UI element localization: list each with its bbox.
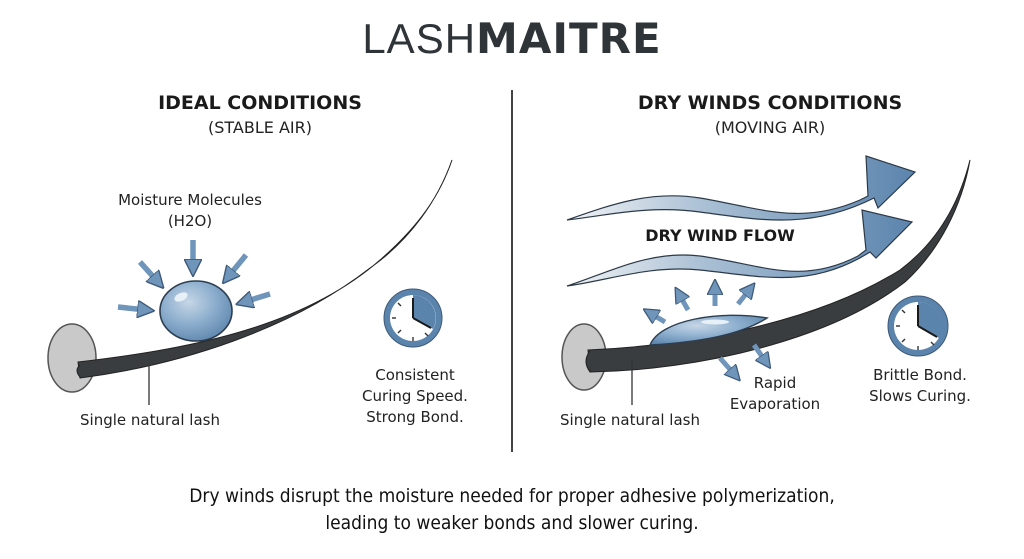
right-lash-label: Single natural lash — [560, 411, 700, 429]
left-result-line2: Curing Speed. — [362, 387, 468, 405]
left-lash-icon — [76, 159, 453, 379]
right-panel-subtitle: (MOVING AIR) — [714, 118, 826, 137]
flattened-droplet-icon — [648, 314, 769, 346]
left-result-line3: Strong Bond. — [366, 408, 464, 426]
footer-line1: Dry winds disrupt the moisture needed fo… — [189, 485, 835, 507]
left-follicle-icon — [47, 323, 97, 393]
right-clock-icon — [887, 295, 949, 357]
left-panel-subtitle: (STABLE AIR) — [208, 118, 312, 137]
inward-arrows-icon — [117, 240, 271, 310]
left-result-line1: Consistent — [375, 366, 455, 384]
brand-bold: MAITRE — [476, 14, 662, 63]
brand-logo: LASHMAITRE — [0, 14, 1024, 63]
wind-flow-arrow-bottom — [566, 209, 914, 287]
right-result-label: Brittle Bond. Slows Curing. — [845, 365, 995, 407]
left-lash-label: Single natural lash — [80, 411, 220, 429]
left-result-label: Consistent Curing Speed. Strong Bond. — [340, 365, 490, 428]
water-droplet-icon — [159, 280, 233, 342]
evaporation-label: Rapid Evaporation — [700, 373, 850, 415]
molecule-label-line2: (H2O) — [167, 212, 213, 230]
footer-caption: Dry winds disrupt the moisture needed fo… — [0, 483, 1024, 537]
brand-light: LASH — [362, 15, 477, 62]
right-lash-icon — [585, 159, 971, 373]
wind-flow-label: DRY WIND FLOW — [645, 226, 795, 245]
molecule-label-line1: Moisture Molecules — [118, 191, 262, 209]
right-result-line1: Brittle Bond. — [873, 366, 967, 384]
left-clock-icon — [383, 288, 443, 348]
molecule-label: Moisture Molecules (H2O) — [90, 190, 290, 232]
right-panel-title: DRY WINDS CONDITIONS — [637, 92, 903, 114]
evaporation-line1: Rapid — [753, 374, 797, 392]
evaporation-arrows-icon — [650, 287, 766, 375]
wind-flow-arrow-top — [566, 155, 917, 221]
footer-line2: leading to weaker bonds and slower curin… — [325, 512, 699, 534]
left-panel-title: IDEAL CONDITIONS — [158, 92, 362, 114]
panel-divider — [511, 90, 513, 452]
right-result-line2: Slows Curing. — [869, 387, 971, 405]
evaporation-line2: Evaporation — [729, 395, 821, 413]
